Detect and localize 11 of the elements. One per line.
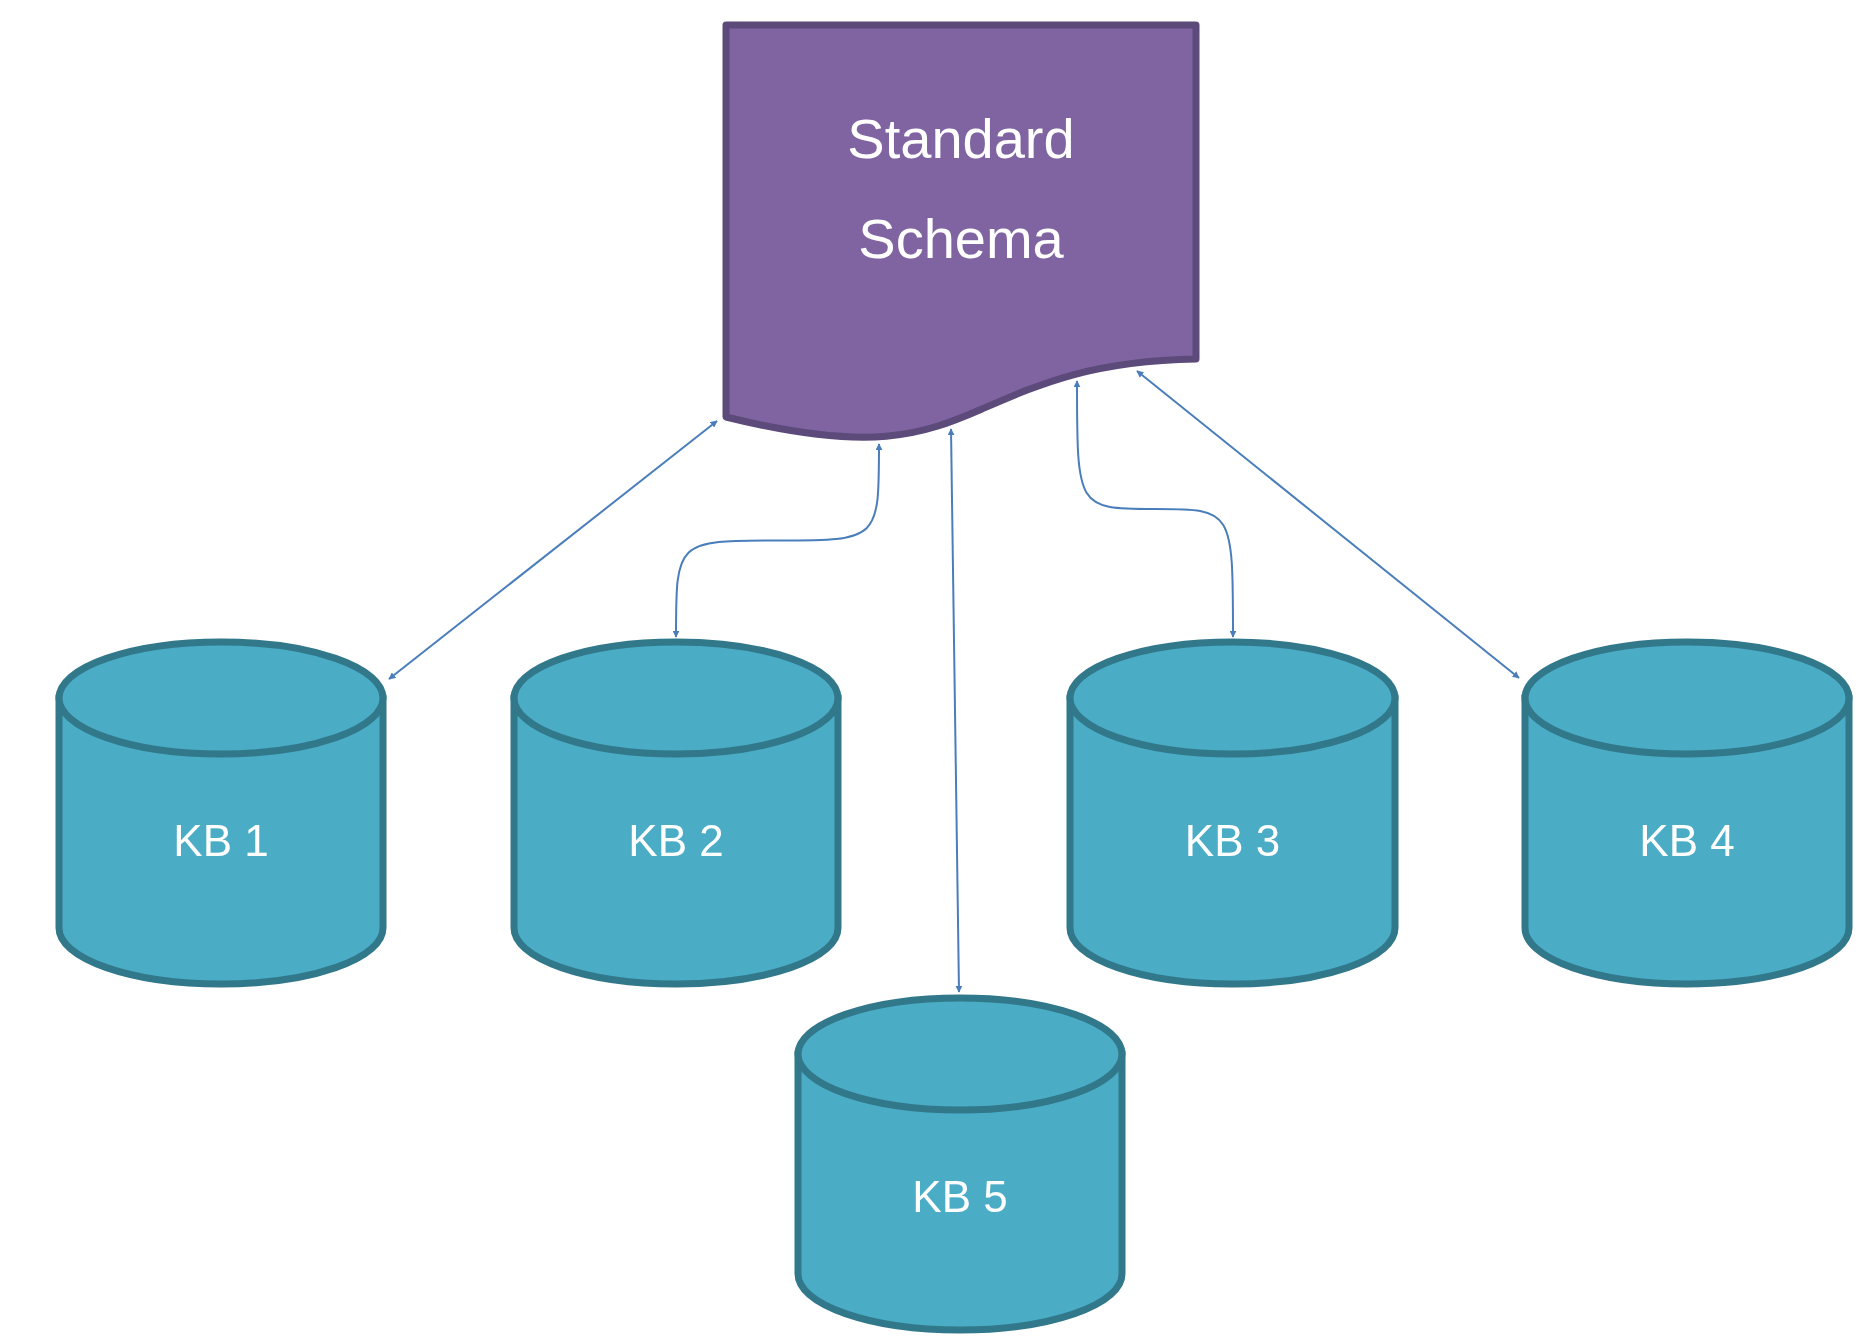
double-arrow: [672, 443, 883, 638]
database-label: KB 1: [173, 815, 269, 867]
double-arrow: [1136, 370, 1520, 679]
double-arrow: [1073, 380, 1237, 638]
database-label: KB 4: [1639, 815, 1735, 867]
database-label: KB 2: [628, 815, 724, 867]
database-label: KB 5: [912, 1171, 1008, 1223]
database-label: KB 3: [1184, 815, 1281, 867]
schema-title: Standard Schema: [846, 106, 1076, 272]
double-arrow: [947, 428, 963, 993]
double-arrow: [388, 420, 718, 680]
